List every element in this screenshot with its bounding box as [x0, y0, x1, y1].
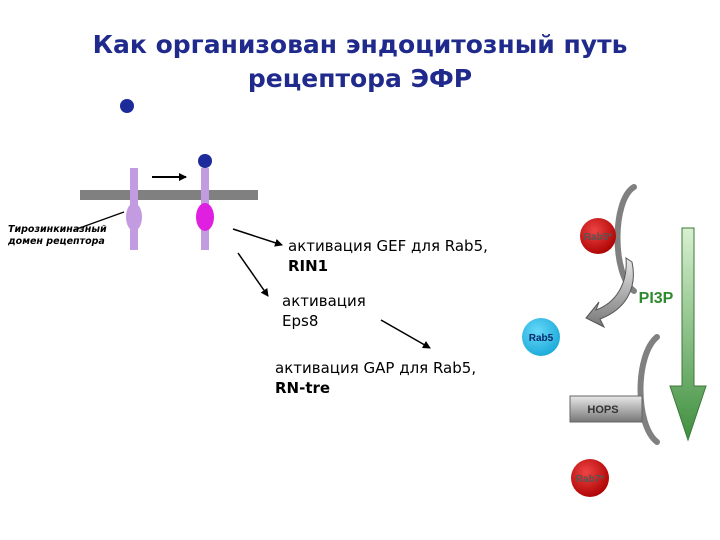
- receptor-inactive: [126, 168, 142, 250]
- tk-domain-line-1: Тирозинкиназный: [8, 224, 107, 236]
- gef-bold: RIN1: [288, 257, 328, 275]
- rab7-label: Rab7*: [576, 474, 604, 485]
- arrow-to-gef: [233, 229, 282, 245]
- arrow-to-eps8: [238, 253, 268, 296]
- gef-text: активация GEF для Rab5,: [288, 236, 488, 256]
- eps8-line-2: Eps8: [282, 311, 366, 331]
- receptor-active: [196, 168, 214, 250]
- gef-activation-label: активация GEF для Rab5, RIN1: [288, 236, 488, 276]
- ligand-free: [120, 99, 134, 113]
- rab-conversion-arrow: [586, 258, 633, 327]
- pi3p-label: PI3P: [639, 290, 674, 307]
- rab5-label: Rab5: [529, 333, 554, 344]
- eps8-line-1: активация: [282, 291, 366, 311]
- rab5-active-label: Rab5*: [584, 232, 612, 243]
- tk-domain-label: Тирозинкиназный домен рецептора: [8, 224, 107, 248]
- tk-domain-line-2: домен рецептора: [8, 236, 107, 248]
- gap-activation-label: активация GAP для Rab5, RN-tre: [275, 358, 476, 398]
- ligand-bound: [198, 154, 212, 168]
- gap-text: активация GAP для Rab5,: [275, 358, 476, 378]
- eps8-activation-label: активация Eps8: [282, 291, 366, 331]
- arrow-to-gap: [381, 320, 430, 348]
- endosome-membrane-lower: [641, 337, 658, 442]
- gap-bold: RN-tre: [275, 379, 330, 397]
- hops-label: HOPS: [587, 404, 618, 416]
- pi3p-gradient-arrow: [670, 228, 706, 440]
- plasma-membrane: [80, 190, 258, 200]
